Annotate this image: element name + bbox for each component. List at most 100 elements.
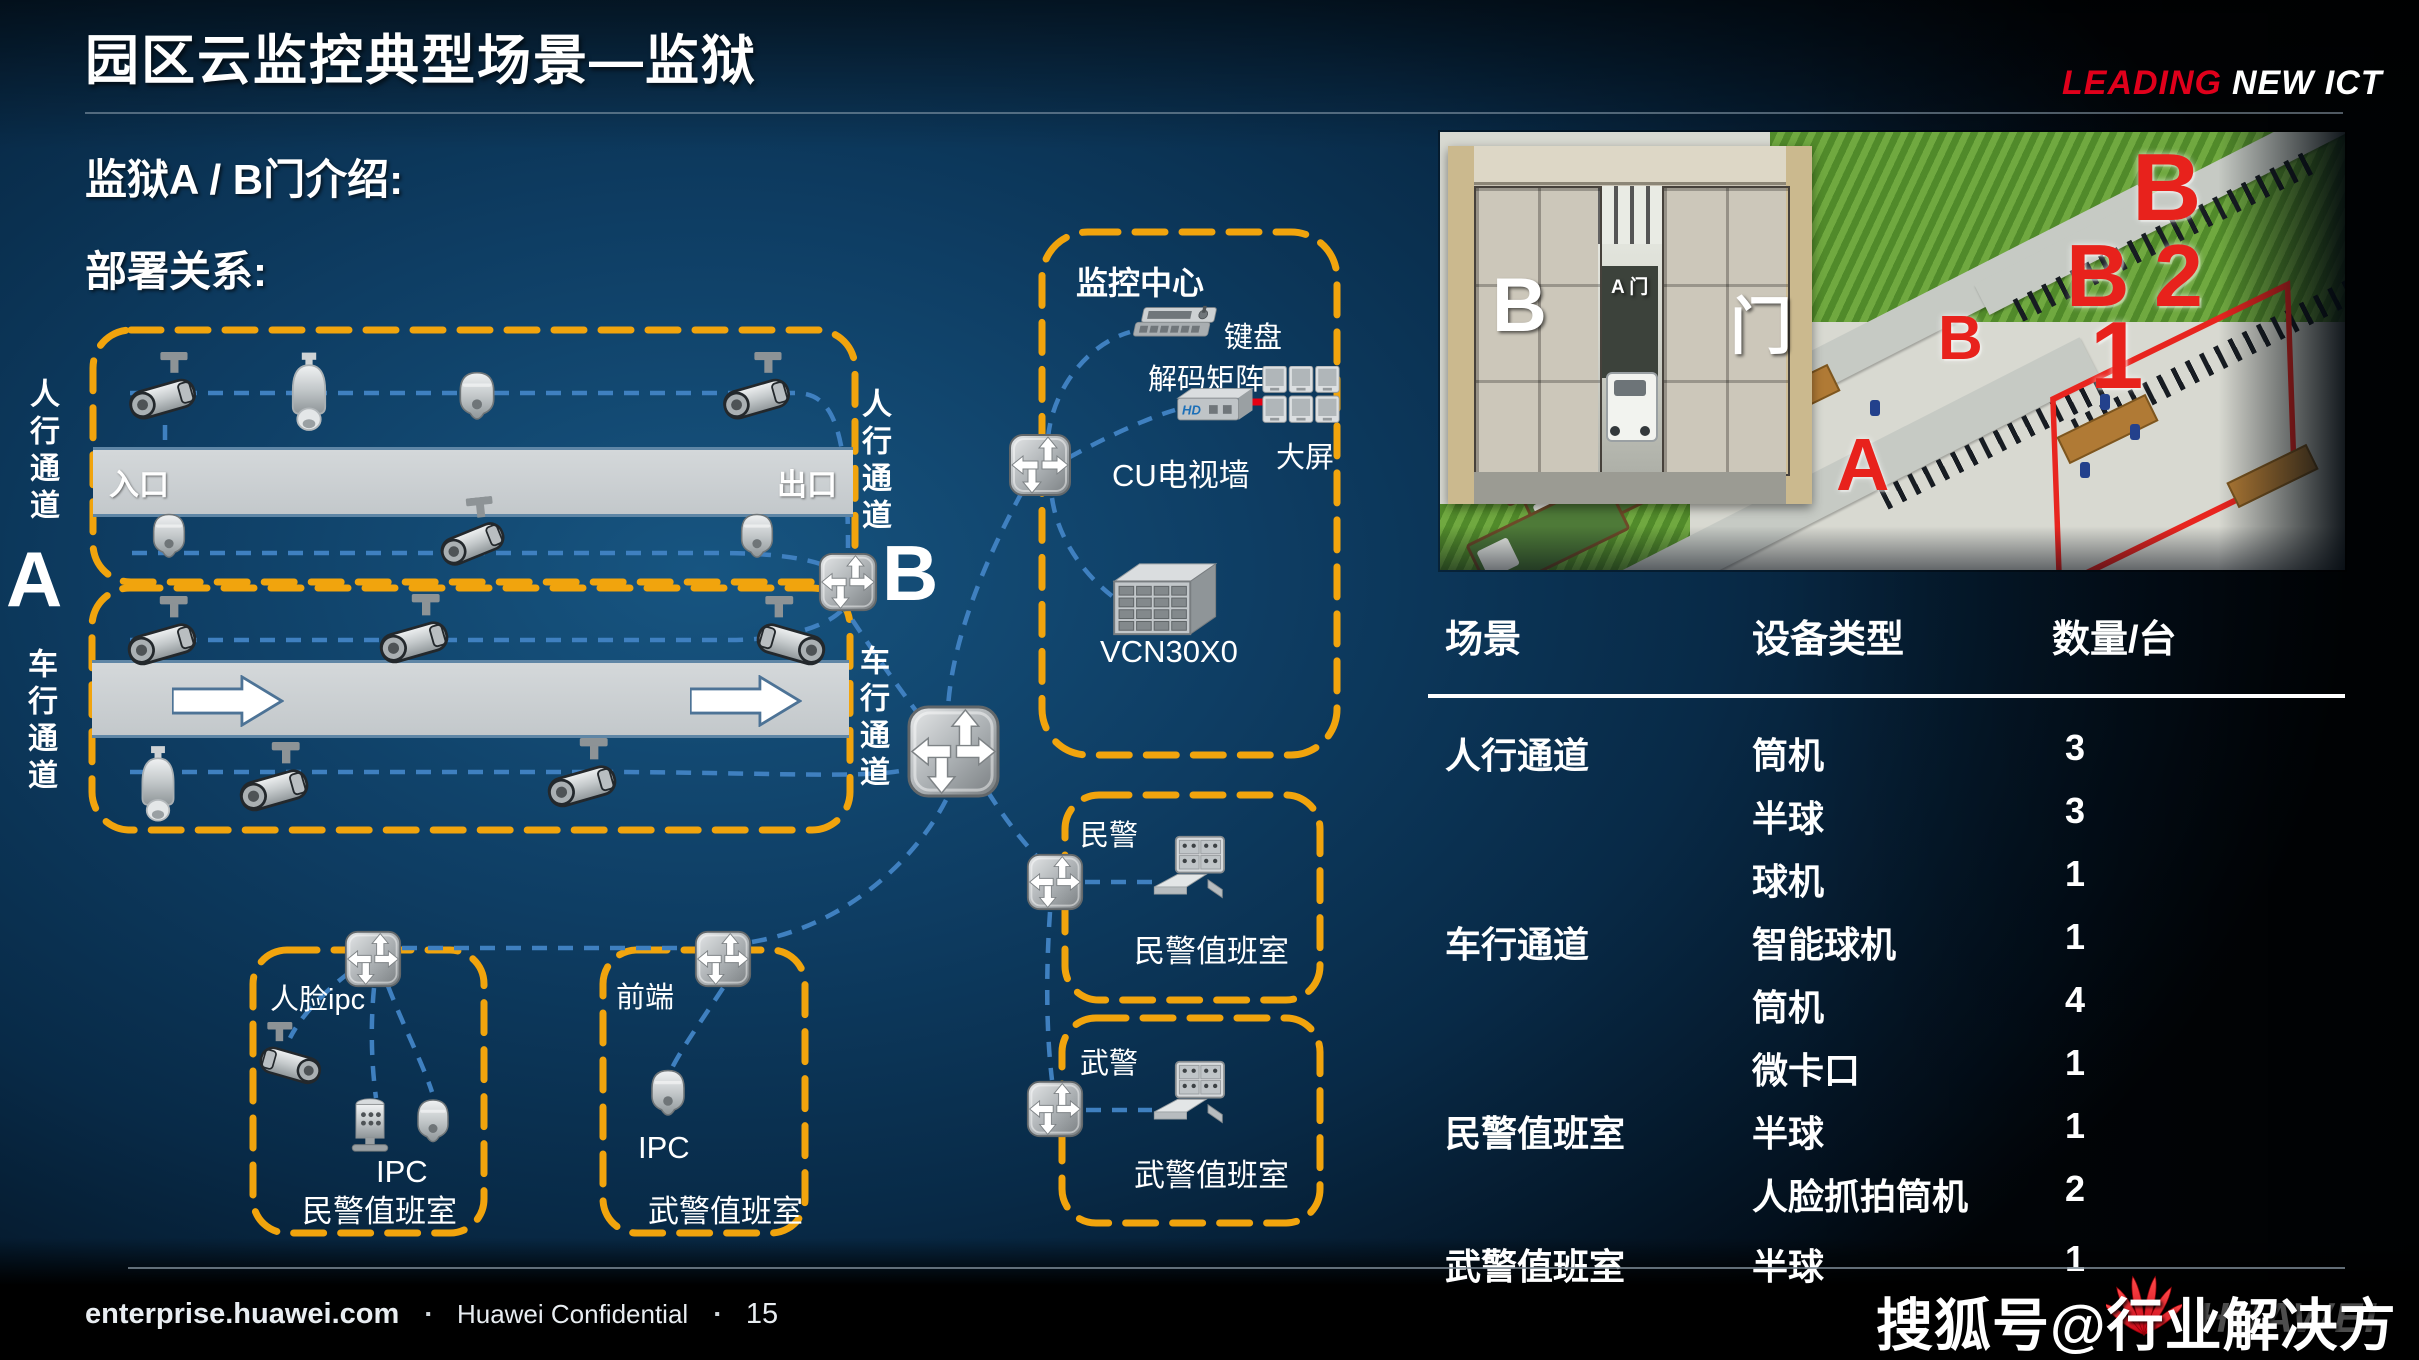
cell-scene: 车行通道 — [1445, 924, 1590, 965]
gate-b-marker: B — [882, 529, 939, 617]
footer-page-number: 15 — [745, 1298, 779, 1330]
bullet-camera-icon — [116, 596, 211, 674]
brand-slogan: LEADING NEW ICT — [2062, 64, 2383, 103]
armed-police-room-label: 武警值班室 — [1134, 1158, 1289, 1193]
table-header-qty: 数量/台 — [2052, 619, 2177, 661]
switch-icon — [694, 930, 752, 988]
monitoring-center-label: 监控中心 — [1076, 265, 1205, 301]
vcn-model-label: VCN30X0 — [1100, 634, 1238, 669]
ptz-dome-camera-icon — [282, 352, 336, 436]
subtitle-intro: 监狱A / B门介绍: — [85, 156, 404, 203]
bullet-camera-icon — [228, 742, 323, 820]
bullet-camera-icon — [118, 352, 210, 428]
cell-scene: 武警值班室 — [1445, 1246, 1626, 1287]
cell-qty: 1 — [2065, 1105, 2086, 1146]
cell-qty: 1 — [2065, 853, 2086, 894]
screen-wall-icon — [1262, 366, 1340, 426]
cell-device: 筒机 — [1752, 735, 1825, 776]
prison-photo: A 门 B 门 B B 2 B 1 A — [1440, 132, 2345, 570]
cell-qty: 1 — [2065, 916, 2086, 957]
vehicle-road — [92, 660, 849, 738]
vehicle-label-left: 车行通道 — [23, 648, 56, 796]
tv-wall-label: CU电视墙 — [1112, 458, 1250, 493]
brand-slogan-leading: LEADING — [2062, 64, 2222, 102]
armed-police-tag: 武警 — [1080, 1048, 1139, 1080]
table-row: 车行通道 智能球机 1 — [1445, 916, 2345, 965]
table-header-device: 设备类型 — [1752, 619, 1905, 661]
exit-label: 出口 — [777, 469, 837, 502]
dome-camera-icon — [410, 1094, 456, 1148]
cell-device: 智能球机 — [1752, 924, 1897, 965]
subtitle-deploy: 部署关系: — [85, 248, 267, 295]
police-room-label: 民警值班室 — [1134, 934, 1289, 969]
cell-device: 人脸抓拍筒机 — [1752, 1176, 1969, 1217]
title-underline — [85, 112, 2343, 114]
cell-scene: 人行通道 — [1445, 735, 1590, 776]
face-capture-camera-icon — [348, 1096, 392, 1154]
footer-separator: ▪ — [714, 1305, 720, 1323]
cell-qty: 2 — [2065, 1168, 2086, 1209]
direction-arrow-icon — [172, 675, 284, 727]
photo-shade — [1440, 132, 2345, 570]
entrance-label: 入口 — [109, 469, 169, 502]
footer-confidential: Huawei Confidential — [456, 1299, 689, 1329]
watermark-brand: HUAWEI — [2198, 1294, 2378, 1341]
ipc-label: IPC — [638, 1130, 690, 1165]
vcn-storage-icon — [1102, 560, 1220, 640]
switch-icon — [1008, 433, 1072, 497]
table-row: 球机 1 — [1445, 853, 2345, 902]
footer: enterprise.huawei.com ▪ Huawei Confident… — [85, 1298, 778, 1331]
bullet-camera-icon — [712, 352, 804, 428]
front-end-tag: 前端 — [616, 982, 675, 1014]
table-row: 人脸抓拍筒机 2 — [1445, 1168, 2345, 1217]
face-ipc-box — [249, 946, 488, 1237]
face-ipc-tag: 人脸ipc — [270, 984, 366, 1016]
dome-camera-icon — [146, 508, 192, 564]
bullet-camera-icon — [536, 738, 631, 816]
dome-camera-icon — [452, 366, 502, 426]
ptz-dome-camera-icon — [132, 746, 184, 826]
front-end-room-label: 武警值班室 — [648, 1194, 803, 1229]
cell-qty: 1 — [2065, 1042, 2086, 1083]
cell-qty: 1 — [2065, 1238, 2086, 1279]
cell-device: 球机 — [1752, 861, 1825, 902]
table-row: 半球 3 — [1445, 790, 2345, 839]
table-row: 武警值班室 半球 1 — [1445, 1238, 2345, 1287]
workstation-icon — [1150, 1060, 1232, 1128]
police-room-box — [1061, 791, 1324, 1004]
switch-icon — [1026, 1080, 1084, 1138]
footer-site: enterprise.huawei.com — [85, 1298, 400, 1330]
cell-qty: 3 — [2065, 790, 2086, 831]
big-screen-label: 大屏 — [1276, 442, 1335, 474]
dome-camera-icon — [644, 1064, 692, 1122]
core-switch-icon — [906, 704, 1001, 799]
bullet-camera-icon — [368, 594, 463, 672]
face-ipc-room-label: 民警值班室 — [302, 1194, 457, 1229]
police-tag: 民警 — [1080, 820, 1139, 852]
footer-separator: ▪ — [425, 1305, 431, 1323]
footer-rule — [128, 1267, 2345, 1269]
cell-device: 半球 — [1752, 1113, 1825, 1154]
decoder-icon — [1170, 386, 1255, 426]
workstation-icon — [1150, 835, 1232, 903]
cell-device: 半球 — [1752, 1246, 1825, 1287]
table-header-rule — [1428, 694, 2345, 698]
gate-a-marker: A — [6, 535, 63, 623]
cell-qty: 4 — [2065, 979, 2086, 1020]
bullet-camera-icon — [246, 1022, 332, 1092]
page-title: 园区云监控典型场景—监狱 — [85, 31, 757, 91]
table-header-scene: 场景 — [1445, 619, 1522, 661]
brand-slogan-rest: NEW ICT — [2232, 64, 2383, 102]
keyboard-label: 键盘 — [1224, 322, 1283, 354]
cell-device: 半球 — [1752, 798, 1825, 839]
pedestrian-label-left: 人行通道 — [25, 378, 58, 526]
watermark-text: 搜狐号@行业解决方案 — [1876, 1294, 2397, 1358]
table-row: 筒机 4 — [1445, 979, 2345, 1028]
ipc-label: IPC — [376, 1154, 428, 1189]
vehicle-label-right: 车行通道 — [855, 645, 888, 793]
cell-device: 筒机 — [1752, 987, 1825, 1028]
